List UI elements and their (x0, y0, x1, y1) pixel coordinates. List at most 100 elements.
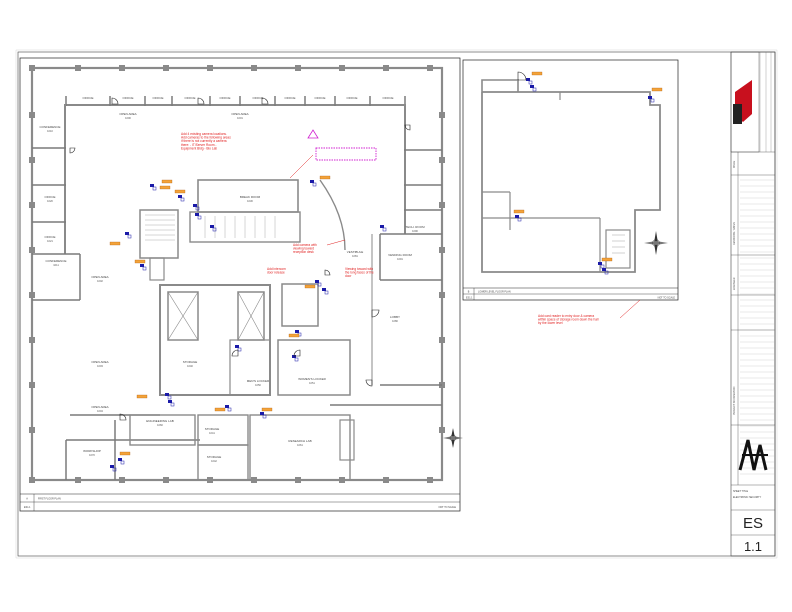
lower-plan-title: LOWER LEVEL FLOOR PLAN (478, 291, 511, 294)
lower-level-plan-viewport: B LOWER LEVEL FLOOR PLAN ES1.1 NOT TO SC… (462, 59, 679, 325)
camera-icon (380, 225, 387, 232)
structural-column (119, 477, 125, 483)
structural-column (439, 337, 445, 343)
svg-text:LOBBY: LOBBY (390, 315, 400, 319)
revision-triangle (307, 129, 319, 139)
door-swing (69, 147, 76, 154)
svg-text:1090: 1090 (412, 229, 418, 233)
structural-column (29, 112, 35, 118)
door-swing (404, 124, 411, 131)
structural-column (439, 292, 445, 298)
svg-text:1051: 1051 (309, 381, 315, 385)
svg-text:1061: 1061 (297, 443, 303, 447)
svg-text:1070: 1070 (89, 453, 95, 457)
svg-text:OFFICE: OFFICE (220, 96, 231, 100)
device-tag (134, 259, 146, 264)
camera-icon (322, 288, 329, 295)
svg-text:1081: 1081 (352, 254, 358, 258)
camera-icon (235, 345, 242, 352)
svg-text:OPEN AREA: OPEN AREA (231, 112, 248, 116)
device-tag (174, 189, 186, 194)
structural-column (75, 65, 81, 71)
structural-column (207, 65, 213, 71)
svg-text:RESEARCH LAB: RESEARCH LAB (288, 439, 311, 443)
device-tag (531, 71, 543, 76)
camera-icon (136, 393, 172, 400)
svg-text:1050: 1050 (255, 383, 261, 387)
svg-text:OFFICE: OFFICE (285, 96, 296, 100)
first-floor-plan-number: A (26, 498, 28, 501)
door-swing (365, 379, 373, 387)
tb-revisions-label: REVISIONS / DATES (733, 222, 736, 245)
camera-icon (110, 465, 117, 472)
svg-text:VENDING ROOM: VENDING ROOM (388, 253, 412, 257)
svg-text:1010: 1010 (47, 129, 53, 133)
camera-icon (648, 87, 663, 103)
structural-column (339, 65, 345, 71)
lower-plan-scale: NOT TO SCALE (658, 297, 676, 300)
camera-icon (210, 225, 217, 232)
svg-text:OFFICE: OFFICE (315, 96, 326, 100)
door-swing (371, 309, 380, 318)
structural-column (439, 112, 445, 118)
lower-plan-cameras (513, 71, 663, 275)
device-tag (119, 451, 131, 456)
device-tag (319, 175, 331, 180)
camera-icon (159, 185, 185, 202)
svg-text:OPEN AREA: OPEN AREA (91, 405, 108, 409)
room-labels: OFFICE OFFICE OFFICE OFFICE OFFICE OFFIC… (39, 96, 425, 463)
svg-text:1041: 1041 (209, 431, 215, 435)
first-floor-plan-viewport: A FIRST FLOOR PLAN ES1.1 NOT TO SCALE (19, 57, 463, 512)
svg-text:1004: 1004 (97, 409, 103, 413)
structural-column (163, 477, 169, 483)
door-swing (324, 269, 331, 276)
svg-text:WORKSHOP: WORKSHOP (83, 449, 101, 453)
structural-column (29, 202, 35, 208)
camera-icon (310, 175, 331, 187)
svg-text:TECH. ROOM: TECH. ROOM (405, 225, 425, 229)
device-tag (261, 407, 273, 412)
device-tag (304, 284, 316, 289)
structural-column (119, 65, 125, 71)
svg-text:1003: 1003 (97, 364, 103, 368)
door-swing (119, 413, 127, 421)
structural-column (29, 292, 35, 298)
door-swing (231, 349, 239, 357)
sheet-number: ES (743, 515, 763, 532)
device-tag (136, 394, 148, 399)
svg-text:1091: 1091 (397, 257, 403, 261)
lower-plan-sheet-ref: ES1.1 (466, 297, 473, 300)
tb-engineer-label: ENGINEER (733, 277, 736, 290)
structural-column (251, 65, 257, 71)
camera-icon (602, 268, 609, 275)
svg-text:OPEN AREA: OPEN AREA (119, 112, 136, 116)
camera-icon (288, 330, 302, 338)
tb-project-info-label: PROJECT INFORMATION (733, 386, 736, 415)
device-tag (159, 185, 171, 190)
first-floor-plan-scale: NOT TO SCALE (439, 506, 457, 509)
device-tag (214, 407, 226, 412)
camera-devices (69, 97, 411, 472)
north-arrow-lower (644, 231, 668, 255)
structural-column (29, 427, 35, 433)
svg-text:1080: 1080 (392, 319, 398, 323)
device-tag (161, 179, 173, 184)
svg-text:1001: 1001 (237, 116, 243, 120)
camera-icon (530, 85, 537, 92)
svg-text:STORAGE: STORAGE (205, 427, 220, 431)
camera-icon (214, 405, 232, 412)
structural-column (439, 247, 445, 253)
svg-text:STORAGE: STORAGE (207, 455, 222, 459)
camera-icon (134, 259, 147, 271)
svg-text:VESTIBULE: VESTIBULE (347, 250, 364, 254)
highlight-cloud (315, 147, 377, 161)
note-existing-cameras: Add 4 existing camera locations.Add came… (181, 132, 231, 150)
camera-icon (292, 355, 299, 362)
svg-text:OFFICE: OFFICE (253, 96, 264, 100)
camera-icon (150, 179, 173, 191)
structural-column (29, 157, 35, 163)
device-tag (651, 87, 663, 92)
svg-text:OFFICE: OFFICE (45, 235, 56, 239)
svg-text:WOMEN'S LOCKER: WOMEN'S LOCKER (298, 377, 326, 381)
